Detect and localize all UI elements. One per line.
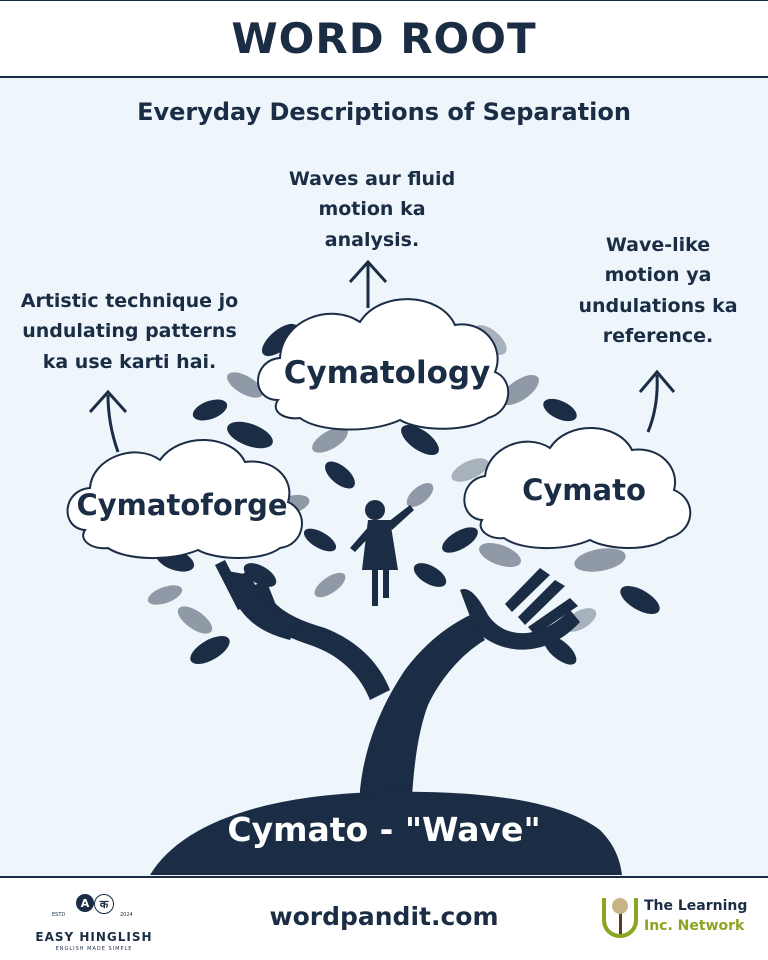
arrow-up-icon bbox=[88, 389, 128, 453]
badge-ka-icon: क bbox=[94, 894, 114, 914]
estd-year: 2024 bbox=[120, 912, 133, 918]
easy-hinglish-tagline: ENGLISH MADE SIMPLE bbox=[55, 946, 133, 952]
cloud-label-cymatoforge: Cymatoforge bbox=[76, 488, 288, 522]
page-title: WORD ROOT bbox=[231, 14, 537, 63]
footer: A क ESTD 2024 EASY HINGLISH ENGLISH MADE… bbox=[0, 876, 768, 960]
subtitle: Everyday Descriptions of Separation bbox=[137, 98, 631, 126]
description-right: Wave-like motion ya undulations ka refer… bbox=[578, 234, 738, 348]
cloud-icon bbox=[66, 439, 303, 559]
easy-hinglish-logo[interactable]: A क ESTD 2024 EASY HINGLISH ENGLISH MADE… bbox=[24, 888, 164, 954]
easy-hinglish-name: EASY HINGLISH bbox=[35, 930, 153, 944]
description-left: Artistic technique jo undulating pattern… bbox=[20, 290, 239, 373]
header-bar: WORD ROOT bbox=[0, 0, 768, 78]
hand-icon bbox=[460, 568, 580, 650]
root-label: Cymato - "Wave" bbox=[227, 810, 541, 849]
cloud-icon bbox=[257, 298, 510, 431]
child-icon bbox=[350, 500, 414, 606]
learning-network-line2: Inc. Network bbox=[644, 918, 745, 934]
learning-network-logo[interactable]: The Learning Inc. Network bbox=[600, 892, 760, 948]
learning-network-line1: The Learning bbox=[644, 898, 748, 914]
arrow-up-icon bbox=[348, 259, 388, 308]
description-top: Waves aur fluid motion ka analysis. bbox=[288, 168, 456, 251]
estd-label: ESTD bbox=[52, 912, 66, 918]
brain-tree-icon bbox=[602, 898, 638, 938]
arrow-up-icon bbox=[638, 369, 676, 433]
badge-a-icon: A bbox=[76, 894, 94, 912]
hand-icon bbox=[215, 560, 300, 640]
cloud-icon bbox=[463, 427, 692, 549]
cloud-label-cymatology: Cymatology bbox=[283, 355, 491, 391]
site-link[interactable]: wordpandit.com bbox=[269, 902, 499, 931]
cloud-label-cymato: Cymato bbox=[522, 473, 646, 507]
